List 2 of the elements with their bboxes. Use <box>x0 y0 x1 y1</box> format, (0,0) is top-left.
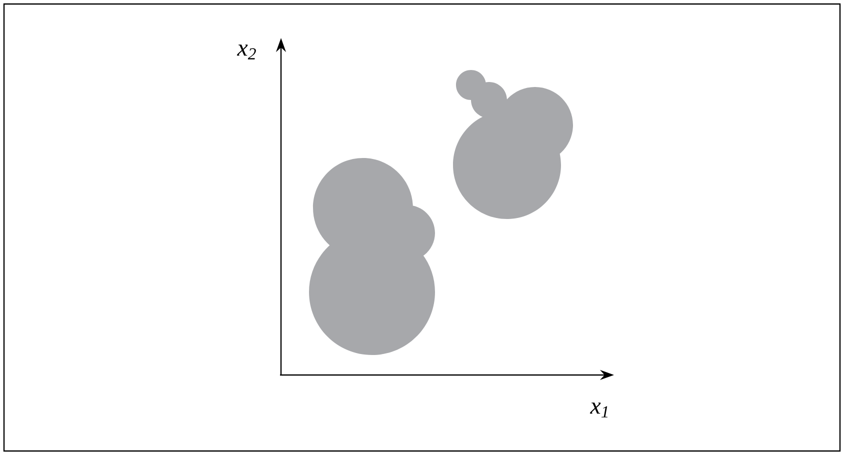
axis-label: x$_{1}$ <box>590 402 608 418</box>
axis-label: x$_{2}$ <box>236 44 256 60</box>
